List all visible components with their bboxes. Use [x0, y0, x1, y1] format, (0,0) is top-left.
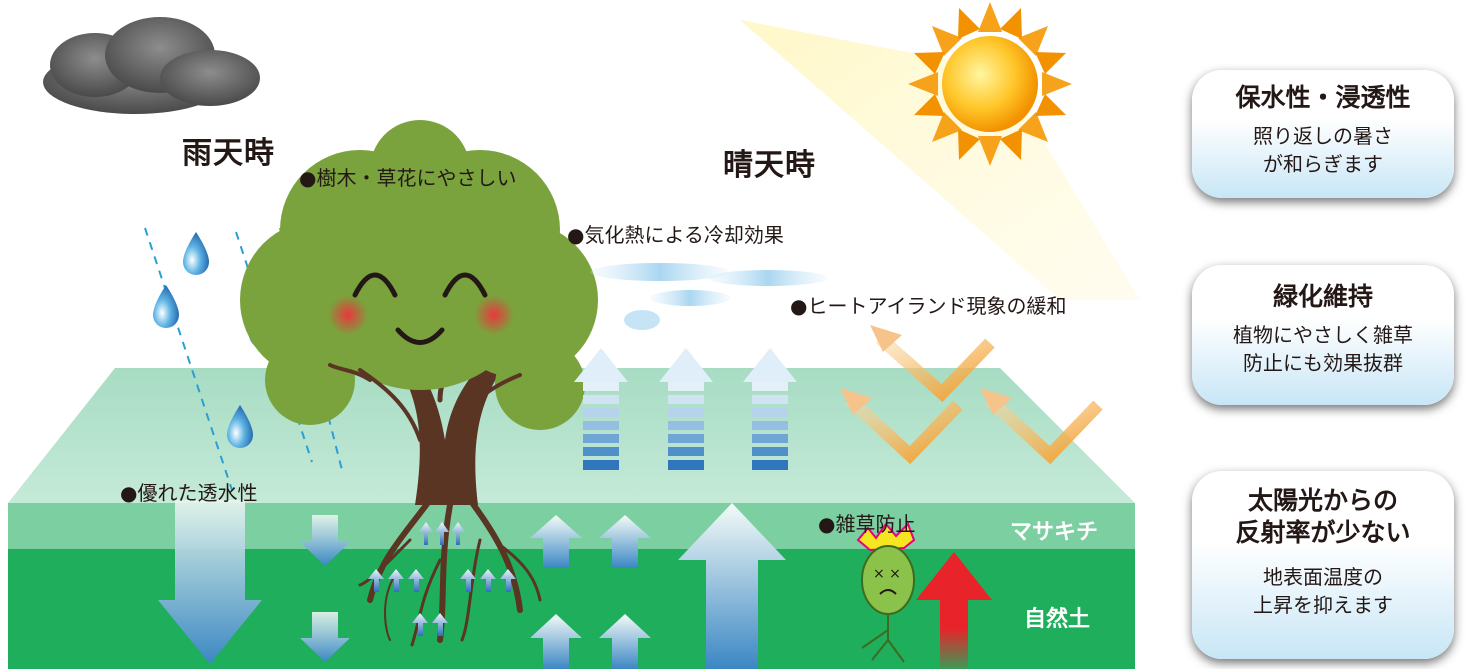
- card-body-line: 地表面温度の: [1263, 565, 1383, 589]
- tree-canopy: [240, 120, 598, 430]
- card-title: 緑化維持: [1272, 282, 1373, 311]
- layer-label-natural-soil: 自然土: [1024, 607, 1091, 632]
- tree-face: [352, 272, 488, 345]
- note-cooling: ●気化熱による冷却効果: [567, 223, 784, 247]
- feature-card-greening: 緑化維持 植物にやさしく雑草 防止にも効果抜群: [1192, 265, 1454, 405]
- reflection-arrows: [840, 325, 1103, 465]
- note-trees: ●樹木・草花にやさしい: [299, 166, 517, 190]
- svg-text:× ×: × ×: [873, 566, 901, 582]
- sun-icon: [908, 2, 1072, 166]
- card-title: 保水性・浸透性: [1235, 83, 1411, 112]
- note-permeability: ●優れた透水性: [120, 481, 258, 505]
- rainy-title: 雨天時: [182, 136, 275, 171]
- feature-card-water-retention: 保水性・浸透性 照り返しの暑さ が和らぎます: [1192, 70, 1454, 198]
- infographic-scene: × ×: [8, 2, 1140, 669]
- permeability-arrows: [158, 500, 350, 664]
- card-body-line: 上昇を抑えます: [1253, 593, 1393, 617]
- cloud-icon: [43, 17, 260, 114]
- weed-character: × ×: [856, 522, 916, 663]
- heat-arrow: [916, 552, 992, 669]
- card-title: 反射率が少ない: [1235, 518, 1411, 547]
- card-body-line: 防止にも効果抜群: [1243, 351, 1403, 375]
- card-title: 太陽光からの: [1247, 486, 1398, 515]
- sun-beam: [740, 20, 1140, 300]
- groundwater-up-arrows: [530, 503, 786, 669]
- layer-label-masakichi: マサキチ: [1010, 520, 1099, 545]
- tree-trunk: [395, 355, 505, 505]
- note-weed: ●雑草防止: [818, 512, 916, 536]
- feature-card-reflectance: 太陽光からの 反射率が少ない 地表面温度の 上昇を抑えます: [1192, 471, 1454, 659]
- mist-clouds: [590, 263, 828, 330]
- root-water-arrows: [368, 522, 516, 636]
- card-body-line: 植物にやさしく雑草: [1233, 323, 1413, 347]
- card-body-line: が和らぎます: [1263, 152, 1383, 176]
- evaporation-arrows: [574, 348, 797, 470]
- card-body-line: 照り返しの暑さ: [1253, 124, 1393, 148]
- note-heat-island: ●ヒートアイランド現象の緩和: [790, 294, 1067, 318]
- sunny-title: 晴天時: [723, 148, 816, 183]
